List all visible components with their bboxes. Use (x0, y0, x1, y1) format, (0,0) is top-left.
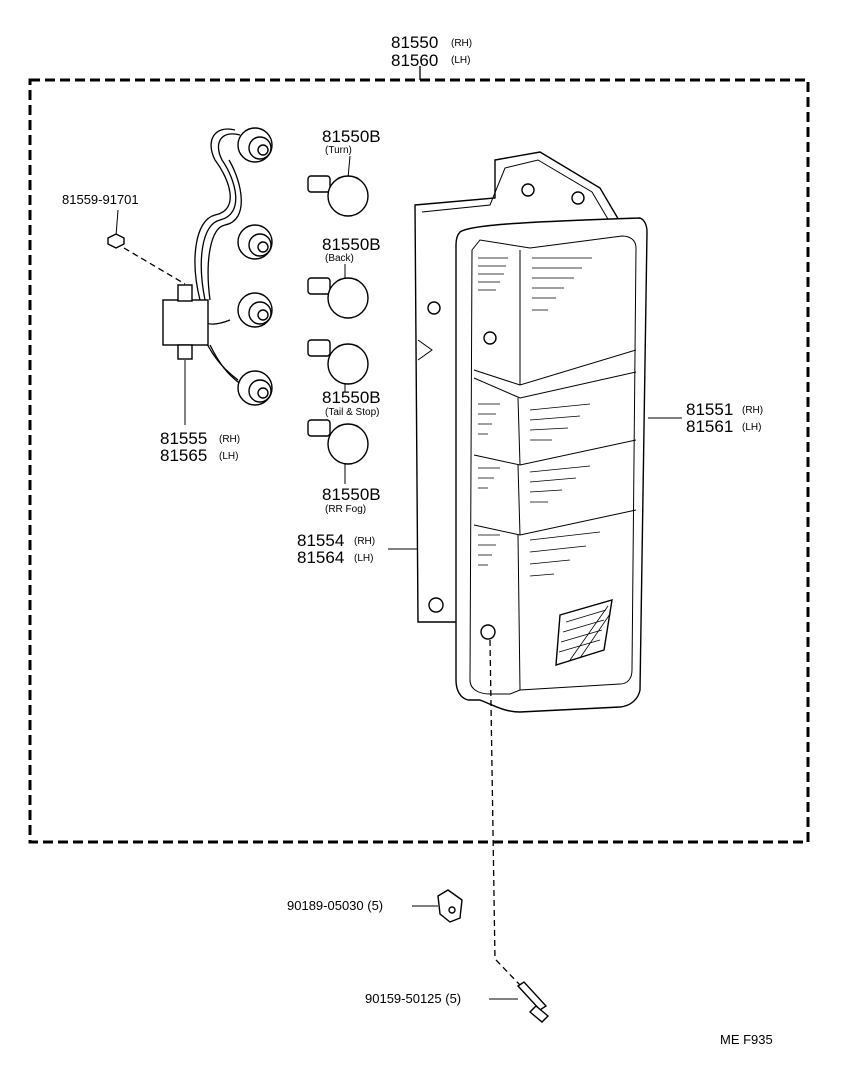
assembly-boundary (28, 78, 810, 844)
lens-side-lh: (LH) (742, 422, 761, 433)
bulb-tail-part: 81550B (322, 388, 381, 407)
socket-part-lh: 81565 (160, 446, 207, 465)
bulb-tail: 81550B (Tail & Stop) (307, 339, 381, 418)
bulb-fog-part: 81550B (322, 485, 381, 504)
bulb-tail-icon (327, 343, 369, 385)
assembly-label: 81550 (RH) 81560 (LH) (391, 33, 472, 70)
lens-part-lh: 81561 (686, 417, 733, 436)
socket-2 (237, 224, 273, 260)
bulb-back-note: (Back) (325, 253, 354, 264)
bulb-back-part: 81550B (322, 235, 381, 254)
lens-side-rh: (RH) (742, 405, 763, 416)
screw-bottom: 90159-50125 (5) (365, 959, 550, 1023)
bulb-fog-note: (RR Fog) (325, 504, 366, 515)
bulb-turn: 81550B (Turn) (307, 127, 381, 217)
bulb-turn-part: 81550B (322, 127, 381, 146)
socket-side-lh: (LH) (219, 451, 238, 462)
assembly-side-lh: (LH) (451, 55, 470, 66)
housing-label: 81554 (RH) 81564 (LH) (297, 531, 375, 567)
housing-side-rh: (RH) (354, 536, 375, 547)
screw-top-label: 81559-91701 (62, 192, 139, 207)
bulb-tail-note: (Tail & Stop) (325, 407, 379, 418)
screw-top-icon (107, 233, 125, 249)
socket-side-rh: (RH) (219, 434, 240, 445)
bulb-turn-note: (Turn) (325, 145, 352, 156)
assembly-part-lh: 81560 (391, 51, 438, 70)
lens-part-rh: 81551 (686, 400, 733, 419)
lamp-lens (455, 217, 648, 713)
socket-part-rh: 81555 (160, 429, 207, 448)
diagram-code: ME F935 (720, 1032, 773, 1047)
screw-bottom-icon (516, 981, 548, 1011)
socket-4 (237, 370, 273, 406)
assembly-part-rh: 81550 (391, 33, 438, 52)
bulb-fog: 81550B (RR Fog) (307, 419, 381, 515)
nut-icon (437, 889, 463, 923)
screw-bottom-label: 90159-50125 (5) (365, 991, 461, 1006)
screw-top: 81559-91701 (62, 192, 186, 285)
housing-part-rh: 81554 (297, 531, 344, 550)
assembly-side-rh: (RH) (451, 38, 472, 49)
housing-part-lh: 81564 (297, 548, 344, 567)
socket-1 (237, 127, 273, 163)
bulb-fog-icon (327, 423, 369, 465)
bulb-back-icon (327, 277, 369, 319)
socket-3 (237, 292, 273, 328)
nut-label: 90189-05030 (5) (287, 898, 383, 913)
nut: 90189-05030 (5) (287, 889, 463, 923)
housing-side-lh: (LH) (354, 553, 373, 564)
socket-label: 81555 (RH) 81565 (LH) (160, 429, 240, 465)
bulb-back: 81550B (Back) (307, 235, 381, 319)
lens-label: 81551 (RH) 81561 (LH) (686, 400, 763, 436)
socket-wire-assembly (162, 127, 273, 425)
bulb-turn-icon (327, 175, 369, 217)
